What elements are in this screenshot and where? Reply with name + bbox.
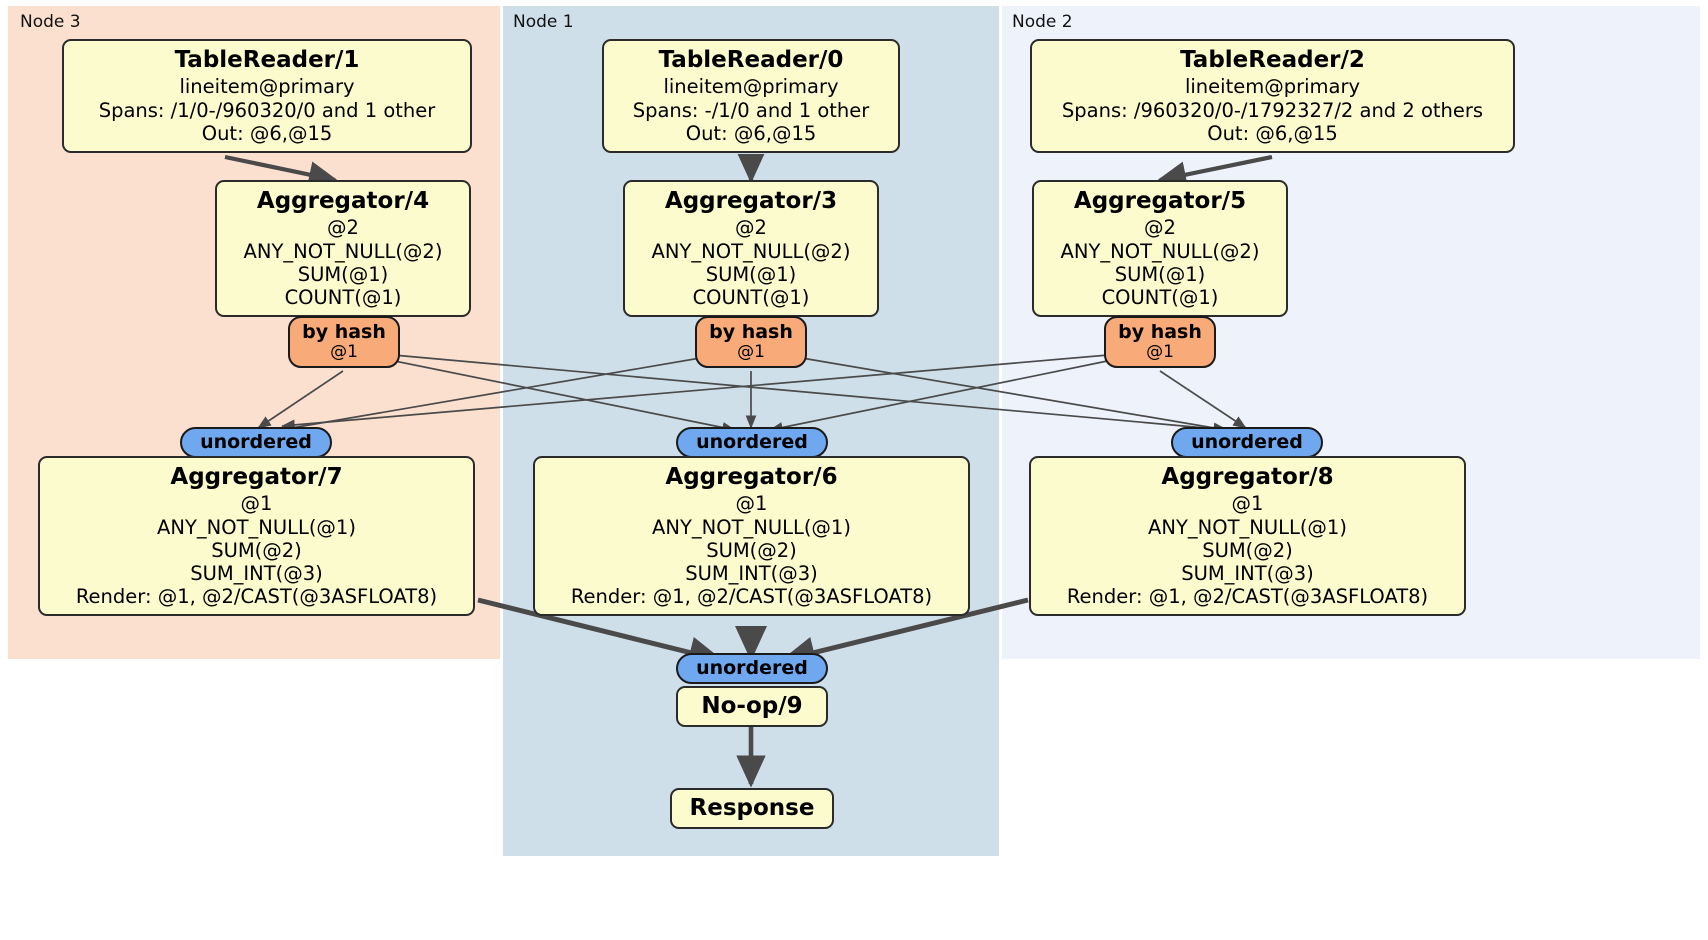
processor-line: SUM(@2) (1202, 538, 1293, 562)
processor-line: COUNT(@1) (1101, 286, 1219, 310)
processor-line: ANY_NOT_NULL(@1) (652, 515, 851, 539)
router-label: unordered (696, 431, 808, 454)
processor-line: SUM(@1) (705, 262, 797, 286)
router-label: unordered (696, 657, 808, 680)
processor-line: lineitem@primary (663, 75, 839, 99)
processor-aggregator-7[interactable]: Aggregator/7 @1 ANY_NOT_NULL(@1) SUM(@2)… (38, 456, 475, 617)
processor-line: SUM_INT(@3) (685, 562, 818, 586)
processor-line: @1 (735, 492, 768, 516)
processor-title: TableReader/2 (1180, 47, 1365, 73)
processor-line: SUM(@2) (211, 538, 302, 562)
processor-title: TableReader/0 (658, 47, 844, 73)
processor-line: Render: @1, @2/CAST(@3ASFLOAT8) (1066, 585, 1429, 609)
processor-line: SUM(@1) (297, 262, 389, 286)
processor-line: SUM(@1) (1114, 262, 1206, 286)
router-by-hash-center[interactable]: by hash @1 (695, 316, 807, 368)
router-sublabel: @1 (330, 341, 358, 362)
processor-response[interactable]: Response (670, 788, 834, 830)
processor-line: @1 (1231, 492, 1264, 516)
processor-title: Response (689, 795, 815, 821)
router-label: unordered (200, 431, 312, 454)
panel-label-node1: Node 1 (513, 12, 574, 32)
panel-label-node2: Node 2 (1012, 12, 1073, 32)
processor-title: Aggregator/8 (1161, 464, 1334, 490)
router-unordered-left[interactable]: unordered (180, 427, 332, 458)
processor-noop-9[interactable]: No-op/9 (676, 686, 828, 728)
processor-line: lineitem@primary (179, 75, 355, 99)
router-by-hash-right[interactable]: by hash @1 (1104, 316, 1216, 368)
processor-title: Aggregator/5 (1073, 188, 1247, 214)
processor-title: Aggregator/7 (170, 464, 343, 490)
processor-line: @1 (240, 492, 273, 516)
processor-line: Out: @6,@15 (201, 121, 333, 145)
processor-line: Out: @6,@15 (1207, 121, 1338, 145)
processor-aggregator-3[interactable]: Aggregator/3 @2 ANY_NOT_NULL(@2) SUM(@1)… (623, 180, 879, 318)
processor-table-reader-2[interactable]: TableReader/2 lineitem@primary Spans: /9… (1030, 39, 1515, 154)
processor-table-reader-1[interactable]: TableReader/1 lineitem@primary Spans: /1… (62, 39, 472, 154)
router-label: by hash (709, 320, 793, 343)
router-unordered-center[interactable]: unordered (676, 427, 828, 458)
processor-line: Spans: -/1/0 and 1 other (632, 98, 870, 122)
processor-title: TableReader/1 (174, 47, 360, 73)
panel-label-node3: Node 3 (20, 12, 81, 32)
processor-line: lineitem@primary (1184, 75, 1361, 99)
router-sublabel: @1 (1146, 341, 1174, 362)
processor-line: Render: @1, @2/CAST(@3ASFLOAT8) (75, 585, 438, 609)
router-by-hash-left[interactable]: by hash @1 (288, 316, 400, 368)
processor-line: COUNT(@1) (692, 286, 810, 310)
router-label: unordered (1191, 431, 1303, 454)
processor-title: Aggregator/3 (664, 188, 838, 214)
router-label: by hash (1118, 320, 1202, 343)
processor-line: ANY_NOT_NULL(@1) (1148, 515, 1347, 539)
processor-line: Spans: /1/0-/960320/0 and 1 other (98, 98, 436, 122)
processor-aggregator-8[interactable]: Aggregator/8 @1 ANY_NOT_NULL(@1) SUM(@2)… (1029, 456, 1466, 617)
processor-aggregator-4[interactable]: Aggregator/4 @2 ANY_NOT_NULL(@2) SUM(@1)… (215, 180, 471, 318)
processor-aggregator-6[interactable]: Aggregator/6 @1 ANY_NOT_NULL(@1) SUM(@2)… (533, 456, 970, 617)
processor-aggregator-5[interactable]: Aggregator/5 @2 ANY_NOT_NULL(@2) SUM(@1)… (1032, 180, 1288, 318)
processor-line: @2 (1144, 216, 1176, 240)
processor-line: Spans: /960320/0-/1792327/2 and 2 others (1061, 98, 1484, 122)
processor-title: Aggregator/6 (665, 464, 838, 490)
processor-line: ANY_NOT_NULL(@1) (157, 515, 356, 539)
processor-line: SUM(@2) (706, 538, 797, 562)
router-unordered-final[interactable]: unordered (676, 653, 828, 684)
processor-line: ANY_NOT_NULL(@2) (651, 239, 851, 263)
processor-line: SUM_INT(@3) (1181, 562, 1314, 586)
processor-line: SUM_INT(@3) (190, 562, 323, 586)
processor-line: @2 (327, 216, 359, 240)
processor-line: @2 (735, 216, 767, 240)
processor-title: Aggregator/4 (256, 188, 430, 214)
processor-line: Render: @1, @2/CAST(@3ASFLOAT8) (570, 585, 933, 609)
processor-line: Out: @6,@15 (685, 121, 817, 145)
router-unordered-right[interactable]: unordered (1171, 427, 1323, 458)
router-label: by hash (302, 320, 386, 343)
processor-line: ANY_NOT_NULL(@2) (1060, 239, 1260, 263)
processor-line: COUNT(@1) (284, 286, 402, 310)
router-sublabel: @1 (737, 341, 765, 362)
processor-title: No-op/9 (701, 693, 803, 719)
processor-line: ANY_NOT_NULL(@2) (243, 239, 443, 263)
processor-table-reader-0[interactable]: TableReader/0 lineitem@primary Spans: -/… (602, 39, 900, 154)
